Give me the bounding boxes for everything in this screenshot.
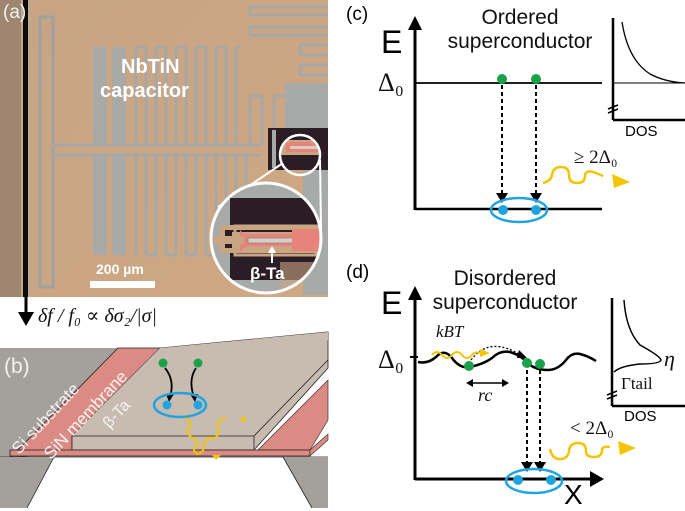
si-support-right: [283, 457, 328, 508]
thermal-energy-label: kBT: [436, 322, 464, 341]
gap-label-d: Δ₀: [378, 345, 404, 374]
dos-peak-label: η: [664, 346, 675, 371]
emission-label-c: ≥ 2Δ₀: [574, 147, 618, 168]
cooper-pair-c: [489, 196, 549, 224]
quasiparticle-c2: [531, 74, 541, 84]
emitted-phonon-d: [548, 441, 611, 461]
quasiparticle-c1: [497, 74, 507, 84]
inset-label-beta-ta: β-Ta: [250, 264, 285, 283]
cooper-pair-ring: [152, 391, 208, 419]
panel-label-d: (d): [346, 262, 370, 283]
thermal-phonon: [431, 351, 481, 359]
si-substrate-layer: [0, 348, 118, 458]
small-inset-circle: [278, 133, 322, 177]
emission-label-d: < 2Δ₀: [570, 418, 614, 439]
micrograph-image: [0, 0, 328, 297]
scale-bar: [90, 281, 155, 288]
cooper-pair-d: [504, 467, 564, 495]
axis-break-icon-d: [606, 390, 618, 400]
panel-label-c: (c): [346, 4, 369, 25]
panel-a: (a) NbTiN capacitor β-Ta 200 µm: [0, 0, 330, 298]
readout-formula: δf / f₀ ∝ δσ₂/|σ|: [38, 305, 157, 327]
emitted-phonon-c: [542, 165, 604, 185]
panel-label-b: (b): [4, 355, 30, 378]
scale-bar-label: 200 µm: [96, 261, 144, 277]
quasiparticle-d2: [522, 358, 532, 368]
correlation-length-label: rc: [478, 385, 493, 405]
title-d-line1: Disordered: [453, 267, 557, 290]
quasiparticle-d3: [535, 359, 545, 369]
title-c-line2: superconductor: [447, 30, 593, 53]
gap-label-c: Δ₀: [378, 68, 404, 97]
down-arrow-icon: [18, 312, 34, 326]
device-label-nbtin: NbTiN: [121, 56, 180, 78]
recombination-arrow-d1: [521, 462, 533, 472]
axis-break-icon: [607, 104, 619, 114]
fluctuating-gap-curve: [417, 350, 597, 372]
dos-label-c: DOS: [625, 123, 658, 140]
quasiparticle-1: [158, 358, 168, 368]
si-support-left: [0, 457, 54, 508]
energy-axis-label-c: E: [381, 24, 403, 60]
title-c-line1: Ordered: [481, 6, 559, 29]
quasiparticle-2: [193, 358, 203, 368]
recombination-arrow-d2: [534, 462, 546, 472]
dos-tail-label: Γtail: [621, 374, 653, 393]
recombination-arrow-c2: [530, 193, 542, 203]
device-label-capacitor: capacitor: [100, 80, 189, 102]
dos-curve-c: [621, 21, 685, 84]
quasiparticle-d1: [464, 361, 474, 371]
position-axis-label-d: X: [564, 479, 583, 510]
phonon-wave: [184, 417, 227, 456]
upper-comb-fingers: [52, 45, 285, 147]
energy-axis-label-d: E: [381, 285, 403, 321]
panel-label-a: (a): [3, 2, 27, 23]
dos-label-d: DOS: [624, 408, 657, 425]
title-d-line2: superconductor: [432, 291, 578, 314]
hopping-arrow: [470, 345, 523, 361]
dos-curve-d: [613, 299, 662, 373]
recombination-arrow-c1: [496, 193, 508, 203]
